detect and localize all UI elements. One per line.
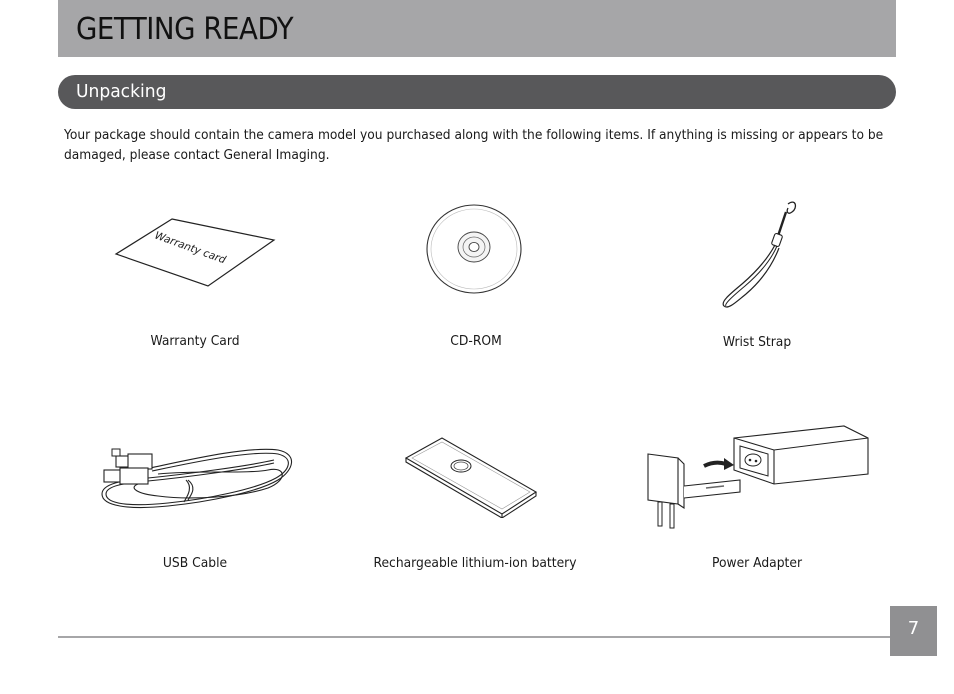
footer-line (58, 636, 890, 638)
caption-warranty-card: Warranty Card (150, 334, 240, 349)
caption-battery: Rechargeable lithium-ion battery (373, 556, 577, 571)
caption-power-adapter: Power Adapter (711, 556, 803, 571)
usb-cable-icon (98, 440, 294, 516)
page-title: GETTING READY (76, 12, 294, 47)
power-adapter-icon (644, 424, 870, 532)
section-bar: Unpacking (58, 75, 896, 109)
page-number: 7 (907, 618, 920, 639)
wrist-strap-icon (716, 198, 800, 310)
battery-icon (404, 436, 540, 518)
title-bar: GETTING READY (58, 0, 896, 57)
caption-usb-cable: USB Cable (162, 556, 228, 571)
page-number-box: 7 (890, 606, 937, 656)
intro-paragraph: Your package should contain the camera m… (64, 128, 884, 163)
caption-wrist-strap: Wrist Strap (722, 335, 792, 350)
caption-cd-rom: CD-ROM (450, 334, 502, 349)
cd-rom-icon (424, 203, 524, 295)
section-title: Unpacking (76, 81, 167, 102)
warranty-card-icon: Warranty card (112, 216, 282, 291)
